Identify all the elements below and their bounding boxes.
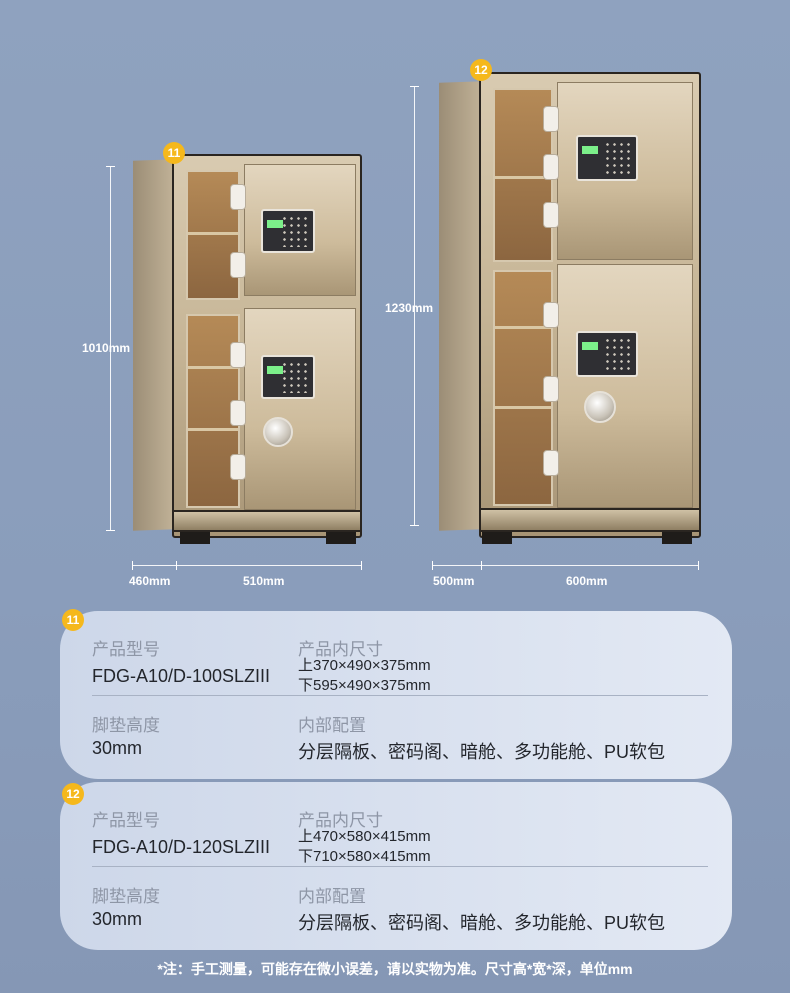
footnote: *注：手工测量，可能存在微小误差，请以实物为准。尺寸高*宽*深，单位mm — [157, 961, 633, 977]
config-value: 分层隔板、密码阁、暗舱、多功能舱、PU软包 — [298, 742, 666, 762]
safe-12-upper-keypad — [576, 135, 638, 181]
safe-12-upper-door — [557, 82, 693, 260]
safe-12-hinge — [543, 154, 559, 180]
config-label: 内部配置 — [298, 887, 366, 906]
safe-12-dial-knob — [584, 391, 616, 423]
safe-11-height-label: 1010mm — [82, 341, 131, 355]
safe-11-body — [172, 154, 362, 538]
safe-11-hinge — [230, 252, 246, 278]
spec-card-12: 产品型号 FDG-A10/D-120SLZIII 产品内尺寸 上470×580×… — [60, 782, 732, 950]
safe-11-badge: 11 — [163, 142, 185, 164]
config-label: 内部配置 — [298, 716, 366, 735]
safe-11-base — [172, 510, 362, 532]
spec-card-11-badge: 11 — [62, 609, 84, 631]
safe-12-width-label: 600mm — [566, 574, 608, 588]
safe-11-hinge — [230, 342, 246, 368]
model-value: FDG-A10/D-120SLZIII — [92, 837, 271, 857]
model-value: FDG-A10/D-100SLZIII — [92, 666, 271, 686]
safe-12-width-line — [432, 565, 699, 566]
safe-12-hinge — [543, 202, 559, 228]
safe-12-hinge — [543, 106, 559, 132]
safe-12-lower-door — [557, 264, 693, 508]
inner-size-lower: 下595×490×375mm — [298, 677, 431, 694]
inner-size-upper: 上370×490×375mm — [298, 657, 431, 674]
safe-12-side-panel — [439, 81, 483, 531]
safe-12-height-line — [414, 86, 415, 526]
safe-11-upper-keypad — [261, 209, 315, 253]
safe-11-height-line — [110, 166, 111, 531]
card-divider — [92, 695, 708, 696]
foot-height-label: 脚垫高度 — [92, 887, 160, 906]
spec-card-12-badge: 12 — [62, 783, 84, 805]
safe-11-lower-keypad — [261, 355, 315, 399]
safe-12-body — [479, 72, 701, 538]
model-label: 产品型号 — [92, 811, 160, 830]
inner-size-upper: 上470×580×415mm — [298, 828, 431, 845]
inner-size-label: 产品内尺寸 — [298, 640, 383, 659]
safe-11-lower-door — [244, 308, 356, 510]
safe-11-hinge — [230, 454, 246, 480]
spec-card-11: 产品型号 FDG-A10/D-100SLZIII 产品内尺寸 上370×490×… — [60, 611, 732, 779]
foot-height-label: 脚垫高度 — [92, 716, 160, 735]
foot-height-value: 30mm — [92, 909, 143, 929]
card-divider — [92, 866, 708, 867]
foot-height-value: 30mm — [92, 738, 143, 758]
safe-11-hinge — [230, 400, 246, 426]
safe-12-lower-keypad — [576, 331, 638, 377]
safe-11-width-line — [132, 565, 362, 566]
safe-11-foot — [326, 532, 356, 544]
safe-12-foot — [662, 532, 692, 544]
config-value: 分层隔板、密码阁、暗舱、多功能舱、PU软包 — [298, 913, 666, 933]
inner-size-values: 上470×580×415mm 下710×580×415mm — [298, 827, 431, 867]
safe-12-hinge — [543, 450, 559, 476]
safe-12-foot — [482, 532, 512, 544]
safe-12-hinge — [543, 302, 559, 328]
safe-11-depth-label: 460mm — [129, 574, 171, 588]
model-label: 产品型号 — [92, 640, 160, 659]
inner-size-label: 产品内尺寸 — [298, 811, 383, 830]
inner-size-lower: 下710×580×415mm — [298, 848, 431, 865]
inner-size-values: 上370×490×375mm 下595×490×375mm — [298, 656, 431, 696]
safe-12-hinge — [543, 376, 559, 402]
safe-12-base — [479, 508, 701, 532]
safe-12-depth-label: 500mm — [433, 574, 475, 588]
safe-11-foot — [180, 532, 210, 544]
safe-12-badge: 12 — [470, 59, 492, 81]
safe-11-side-panel — [133, 159, 175, 531]
safe-12-height-label: 1230mm — [385, 301, 434, 315]
safe-11-width-label: 510mm — [243, 574, 285, 588]
safe-11-dial-knob — [263, 417, 293, 447]
safe-11-hinge — [230, 184, 246, 210]
safe-11-upper-door — [244, 164, 356, 296]
